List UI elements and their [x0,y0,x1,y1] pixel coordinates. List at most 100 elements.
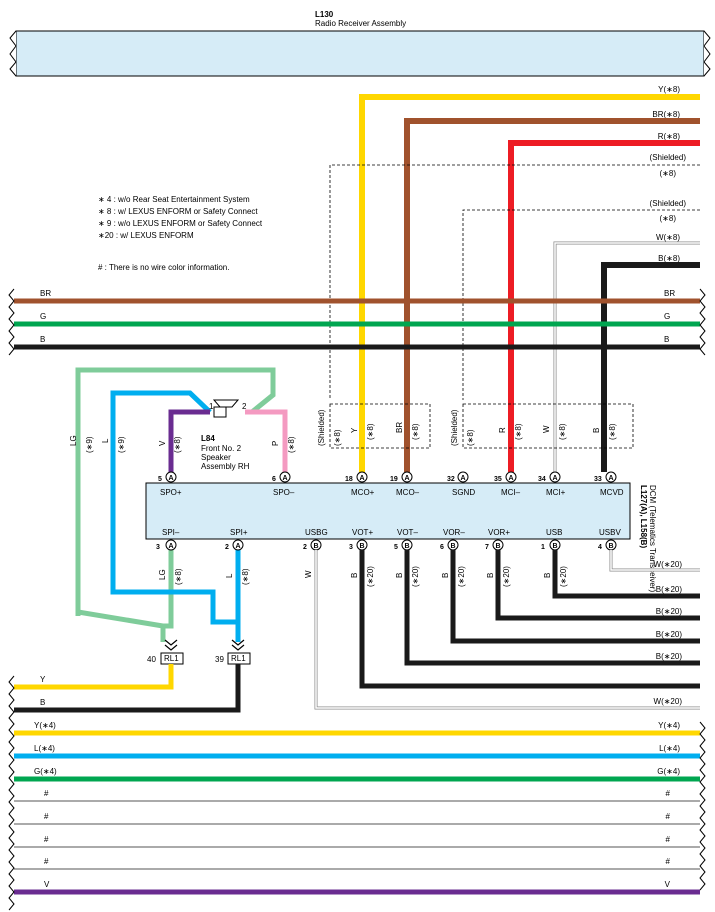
label-lg-opt: (∗9) [85,436,94,453]
svg-text:VOT–: VOT– [397,528,418,537]
svg-text:7: 7 [485,544,489,551]
svg-text:VOR+: VOR+ [488,528,510,537]
speaker-name-1: Front No. 2 [201,444,242,453]
svg-text:32: 32 [447,476,455,483]
bus-label-g-right: G [664,312,670,321]
dcm-box [145,482,631,540]
label-lg2: LG [158,569,167,580]
bus-label-l4-left: L(∗4) [34,744,55,753]
label-l: L [101,438,110,443]
pin-mco-plus: 18 A MCO+ [345,471,375,497]
label-r: R [498,427,507,433]
pin-vor-minus: VOR– 6 B [440,528,465,551]
label-b6-opt: (∗20) [502,566,511,587]
wire-label-w20-2: W(∗20) [654,697,683,706]
svg-text:A: A [283,475,288,482]
bus-label-br-left: BR [40,289,51,298]
svg-text:B: B [553,543,558,550]
label-br-opt: (∗8) [411,423,420,440]
bus-label-unknown-3-left: # [44,835,49,844]
bus-label-unknown-2-left: # [44,812,49,821]
wire-label-b20-3: B(∗20) [656,630,683,639]
pin-mci-plus: 34 A MCI+ [538,471,566,497]
svg-text:SPO–: SPO– [273,488,295,497]
bus-label-br-right: BR [664,289,675,298]
connector-rl1-40: 40 RL1 [147,639,184,665]
svg-text:A: A [236,543,241,550]
note-1: ∗ 4 : w/o Rear Seat Entertainment System [98,195,250,204]
vertical-labels-top: LG (∗9) L (∗9) V (∗8) P (∗8) (Shielded) … [69,409,617,453]
wire-b-vor-minus [450,550,700,644]
footnote: # : There is no wire color information. [98,263,229,272]
label-br: BR [395,422,404,433]
wire-y-rl1 [14,664,174,690]
shield-2-line [462,209,700,400]
wire-lg-spi-minus [163,550,174,629]
speaker-name-3: Assembly RH [201,462,250,471]
wire-label-w20-1: W(∗20) [654,560,683,569]
bus-label-v-right: V [665,880,671,889]
speaker-pin-2: 2 [242,402,247,411]
pin-mco-minus: 19 A MCO– [390,471,420,497]
label-b: B [592,428,601,433]
svg-text:A: A [169,475,174,482]
svg-text:6: 6 [440,544,444,551]
bus-label-g4-left: G(∗4) [34,767,57,776]
label-y-opt: (∗8) [366,423,375,440]
wire-r-mci-minus [508,140,700,472]
svg-text:SPO+: SPO+ [160,488,182,497]
note-3: ∗ 9 : w/o LEXUS ENFORM or Safety Connect [98,219,263,228]
pin-spo-minus: 6 A SPO– [272,471,295,497]
svg-text:MCVD: MCVD [600,488,624,497]
svg-text:39: 39 [215,655,224,664]
svg-text:MCO+: MCO+ [351,488,375,497]
label-y: Y [350,427,359,433]
dcm-code: L127(A), L158(B) [639,485,648,548]
svg-text:5: 5 [394,544,398,551]
label-r-opt: (∗8) [514,423,523,440]
wire-label-y8: Y(∗8) [658,85,680,94]
lower-bus: Y(∗4) Y(∗4) L(∗4) L(∗4) G(∗4) G(∗4) # # … [8,675,706,911]
wire-w-usbv [609,550,700,572]
note-2: ∗ 8 : w/ LEXUS ENFORM or Safety Connect [98,207,258,216]
wire-label-b20-1: B(∗20) [656,585,683,594]
svg-text:3: 3 [156,544,160,551]
label-b-left: B [40,698,45,707]
wire-b-usb [552,550,700,599]
label-b3: B [350,573,359,578]
label-lg: LG [69,435,78,446]
label-shielded-1: (Shielded) [317,409,326,446]
svg-text:USBG: USBG [305,528,328,537]
label-b4: B [395,573,404,578]
svg-text:A: A [360,475,365,482]
label-b3-opt: (∗20) [366,566,375,587]
top-pins: 5 A SPO+ 6 A SPO– 18 A MCO+ 19 A MCO– 32… [158,471,624,497]
bus-label-b-right: B [664,335,669,344]
svg-text:2: 2 [303,544,307,551]
bus-label-l4-right: L(∗4) [659,744,680,753]
pin-usbg: USBG 2 B [303,528,328,551]
bus-label-unknown-4-left: # [44,857,49,866]
receiver-box [9,30,711,77]
wire-label-b20-2: B(∗20) [656,607,683,616]
bus-label-unknown-2-right: # [666,812,671,821]
pin-vot-plus: VOT+ 3 B [349,528,373,551]
wire-label-b20-4: B(∗20) [656,652,683,661]
svg-text:35: 35 [494,476,502,483]
speaker-icon [213,406,227,418]
svg-text:34: 34 [538,476,546,483]
note-4: ∗20 : w/ LEXUS ENFORM [98,231,194,240]
label-w: W [542,425,551,433]
svg-text:4: 4 [598,544,602,551]
pin-vor-plus: VOR+ 7 B [485,528,510,551]
wire-b-vor-plus [495,550,700,621]
pin-mci-minus: 35 A MCI– [494,471,521,497]
label-b7-opt: (∗20) [559,566,568,587]
label-b6: B [486,573,495,578]
wire-p-spo-minus [245,409,288,472]
label-b4-opt: (∗20) [411,566,420,587]
bus-label-b-left: B [40,335,45,344]
svg-text:SPI–: SPI– [162,528,180,537]
label-l2-opt: (∗8) [241,568,250,585]
